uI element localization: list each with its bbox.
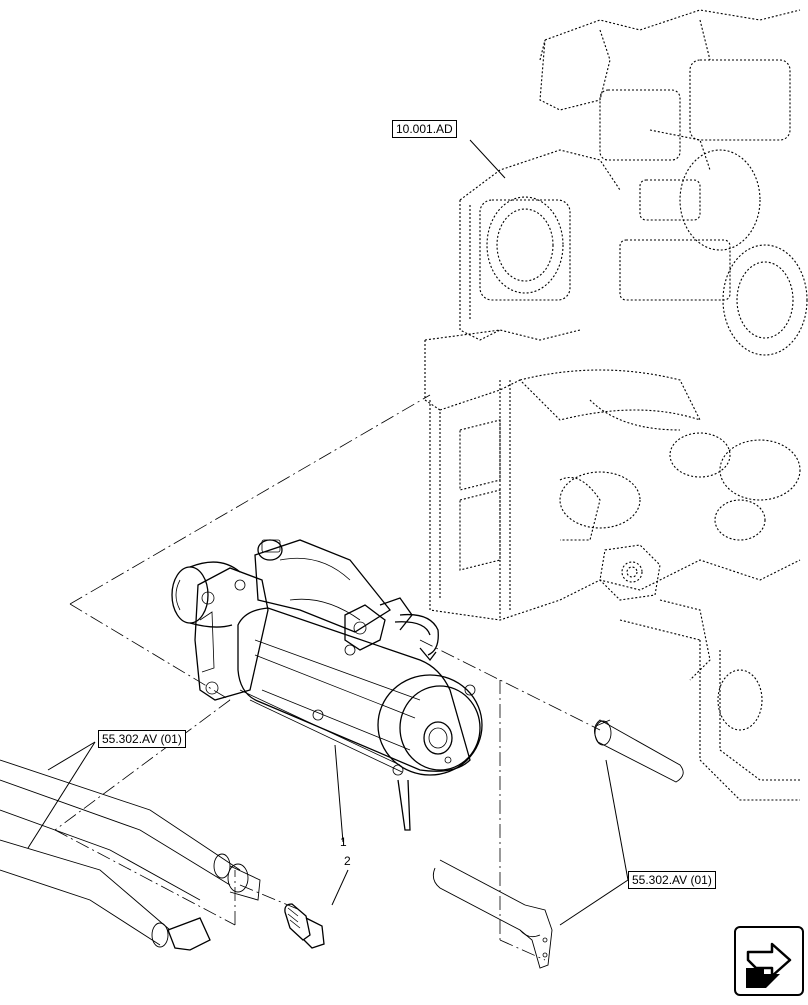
mounting-bolt bbox=[284, 903, 325, 949]
arrow-right-icon[interactable] bbox=[734, 926, 804, 996]
harness-connector-right bbox=[432, 719, 684, 969]
leader-lines bbox=[27, 139, 629, 926]
reference-engine[interactable]: 10.001.AD bbox=[392, 120, 457, 138]
callout-item-1: 1 bbox=[340, 835, 347, 849]
reference-harness-right[interactable]: 55.302.AV (01) bbox=[628, 871, 716, 889]
engine-block bbox=[424, 9, 808, 801]
reference-harness-left[interactable]: 55.302.AV (01) bbox=[98, 730, 186, 748]
callout-item-2: 2 bbox=[344, 854, 351, 868]
nav-arrow-graphic bbox=[746, 942, 792, 988]
starter-motor bbox=[171, 539, 483, 831]
harness-cables-left bbox=[0, 759, 261, 951]
assembly-lines bbox=[54, 394, 601, 961]
